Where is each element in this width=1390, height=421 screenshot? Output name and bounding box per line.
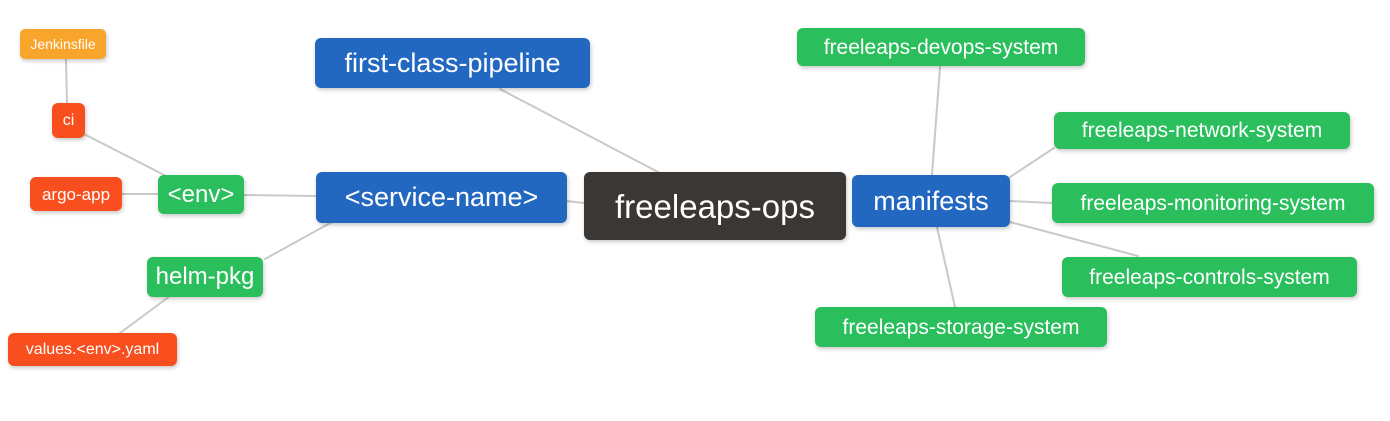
edge-values-helm-pkg xyxy=(119,295,171,334)
edge-devops-manifests xyxy=(931,66,941,176)
edge-manifests-controls xyxy=(1009,221,1139,257)
node-manifests[interactable]: manifests xyxy=(852,175,1010,227)
edge-pipeline-root xyxy=(499,88,659,173)
node-devops-system[interactable]: freeleaps-devops-system xyxy=(797,28,1085,66)
edge-manifests-storage xyxy=(936,226,956,308)
node-env[interactable]: <env> xyxy=(158,175,244,214)
edge-env-service-name xyxy=(243,194,317,197)
node-root-freeleaps-ops[interactable]: freeleaps-ops xyxy=(584,172,846,240)
edge-manifests-monitoring xyxy=(1009,200,1053,204)
edge-jenkinsfile-ci xyxy=(65,58,68,105)
node-jenkinsfile[interactable]: Jenkinsfile xyxy=(20,29,106,59)
node-network-system[interactable]: freeleaps-network-system xyxy=(1054,112,1350,149)
edge-helm-pkg-service-name xyxy=(264,221,333,260)
node-storage-system[interactable]: freeleaps-storage-system xyxy=(815,307,1107,347)
node-ci[interactable]: ci xyxy=(52,103,85,138)
node-first-class-pipeline[interactable]: first-class-pipeline xyxy=(315,38,590,88)
edge-service-name-root xyxy=(566,200,585,204)
edge-ci-env xyxy=(83,133,171,179)
node-argo-app[interactable]: argo-app xyxy=(30,177,122,211)
node-controls-system[interactable]: freeleaps-controls-system xyxy=(1062,257,1357,297)
node-service-name[interactable]: <service-name> xyxy=(316,172,567,223)
node-monitoring-system[interactable]: freeleaps-monitoring-system xyxy=(1052,183,1374,223)
node-values-env-yaml[interactable]: values.<env>.yaml xyxy=(8,333,177,366)
node-helm-pkg[interactable]: helm-pkg xyxy=(147,257,263,297)
edge-manifests-network xyxy=(1009,147,1055,178)
